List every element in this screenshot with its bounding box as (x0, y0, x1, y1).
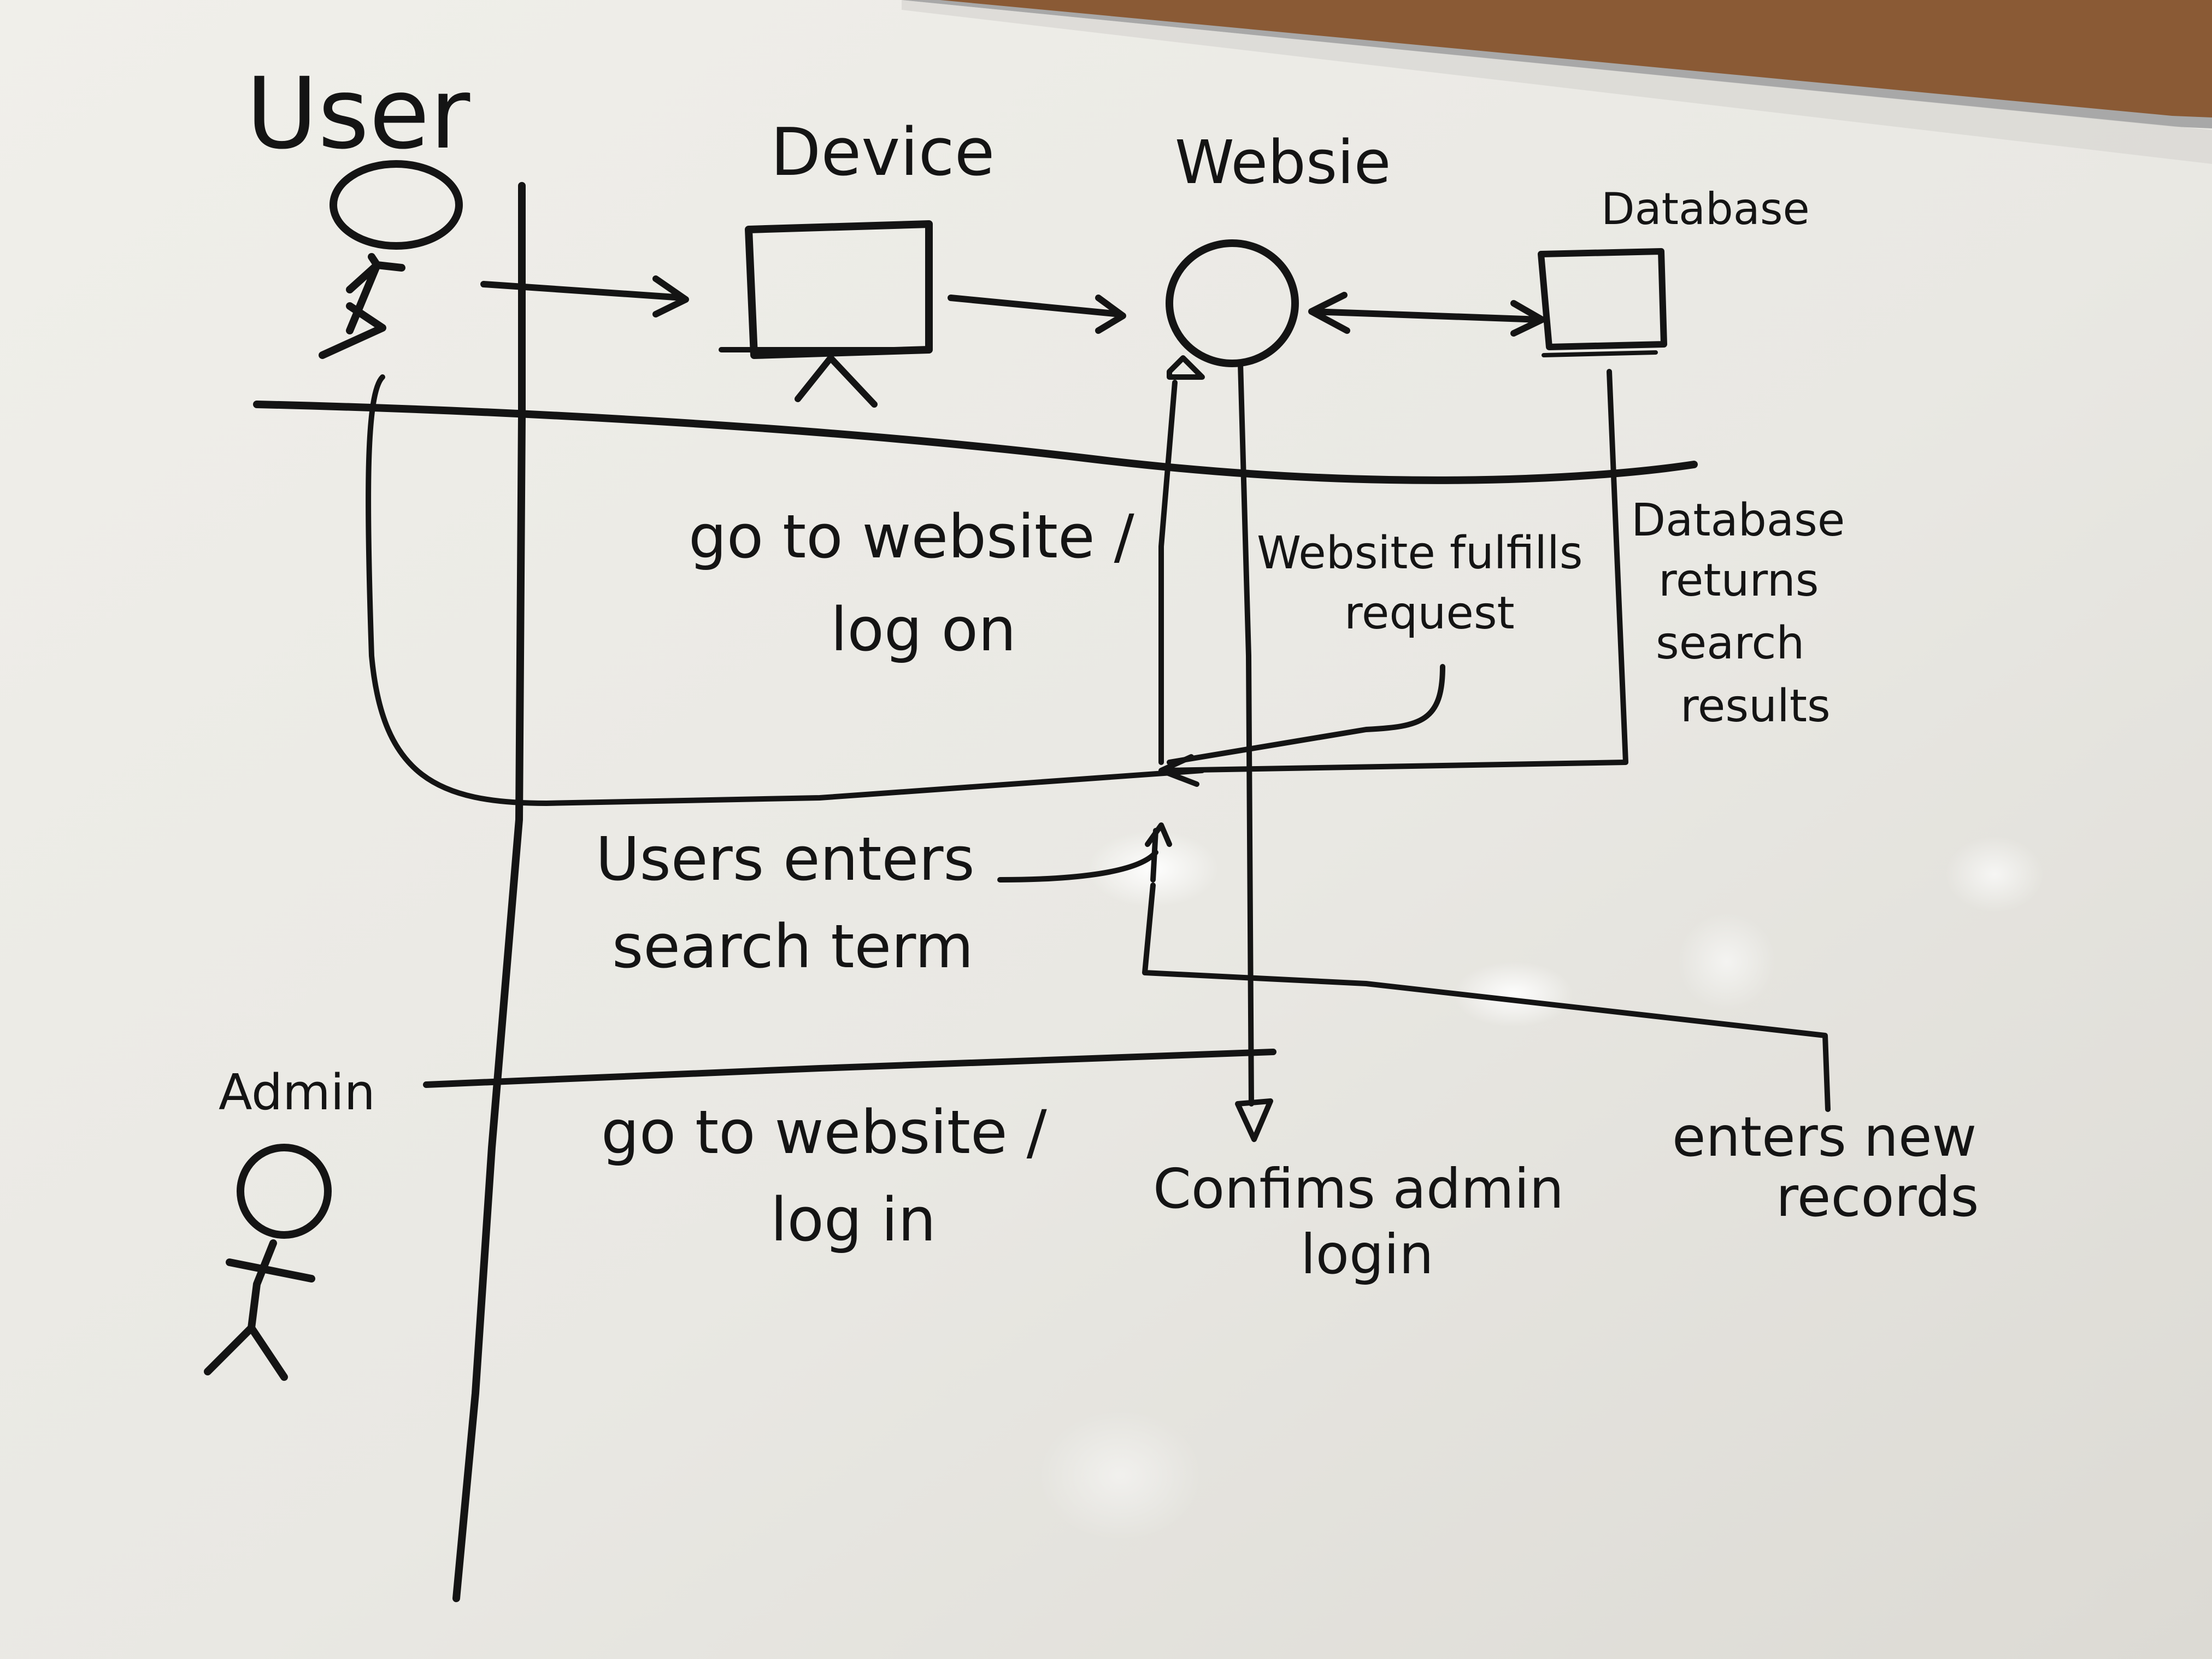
database-returns-line (1158, 369, 1628, 787)
note-users-enters: Users enters (596, 824, 975, 894)
note-confirms-admin: Confims admin (1153, 1157, 1564, 1221)
note-database-returns-3: search (1656, 617, 1804, 669)
note-website-fulfills: Website fulfills (1257, 527, 1583, 579)
note-records: records (1776, 1165, 1979, 1229)
arrow-website-database (1308, 292, 1545, 337)
header-device: Device (770, 115, 995, 191)
admin-stick-figure (204, 1144, 332, 1381)
actor-label-user: User (246, 57, 470, 171)
light-glare (1945, 836, 2044, 913)
header-database: Database (1601, 184, 1810, 234)
website-fulfills-curve (1167, 664, 1445, 765)
note-database-returns-4: results (1680, 680, 1831, 732)
board-frame-wood (940, 0, 2212, 117)
light-glare (1678, 913, 1776, 1011)
note-log-in: log in (770, 1185, 936, 1255)
diagram-labels: User Device Websie Database go to websit… (219, 57, 1979, 1286)
website-down-arrow (1235, 361, 1273, 1142)
arrow-user-to-device (480, 275, 689, 317)
website-up-arrow (1158, 355, 1205, 765)
board-frame-edge (902, 0, 2212, 164)
vertical-lifeline (452, 182, 526, 1602)
light-glare (1038, 1410, 1202, 1541)
actor-label-admin: Admin (219, 1064, 375, 1121)
database-box-icon (1538, 248, 1667, 357)
user-return-curve (366, 374, 1205, 806)
note-enters-new: enters new (1672, 1105, 1976, 1169)
note-search-term: search term (612, 911, 974, 981)
enters-records-connector (1142, 883, 1831, 1112)
note-login: login (1301, 1222, 1434, 1286)
upper-separator-line (253, 401, 1698, 484)
note-database-returns-1: Database (1631, 495, 1845, 546)
header-website: Websie (1175, 127, 1391, 197)
arrow-device-to-website (948, 295, 1126, 334)
note-go-to-website-user: go to website / (689, 502, 1135, 572)
admin-separator-line (423, 1049, 1276, 1088)
website-circle (1166, 239, 1299, 367)
note-log-on: log on (831, 595, 1016, 664)
note-request: request (1344, 587, 1515, 639)
note-database-returns-2: returns (1658, 555, 1819, 607)
light-glare (1454, 962, 1574, 1027)
search-term-hook (997, 822, 1172, 883)
device-monitor-icon (719, 220, 933, 408)
note-go-to-website-admin: go to website / (601, 1097, 1048, 1167)
user-stick-figure (319, 160, 463, 359)
